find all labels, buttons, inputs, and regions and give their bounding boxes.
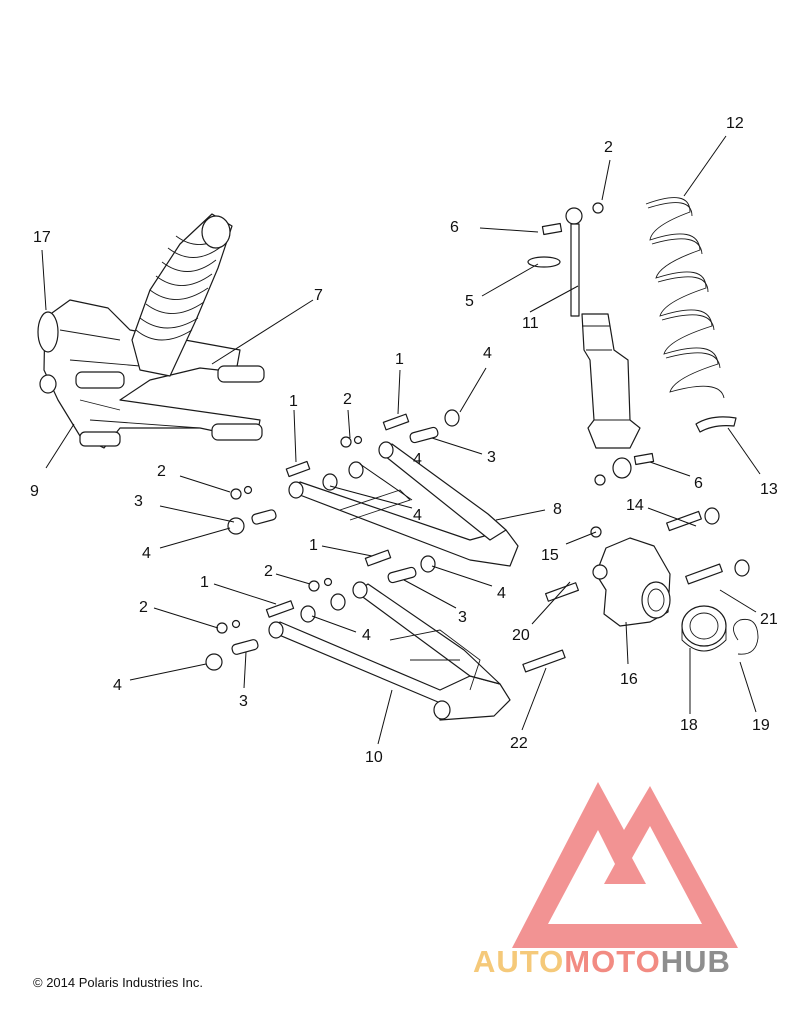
callout-19: 19 <box>752 717 770 734</box>
callout-4: 4 <box>113 677 122 694</box>
callout-17: 17 <box>33 229 51 246</box>
shock-washer <box>527 256 561 268</box>
upper-a-arm <box>288 441 519 567</box>
callout-3: 3 <box>134 493 143 510</box>
shock-absorber <box>565 207 641 479</box>
callout-10: 10 <box>365 749 383 766</box>
callout-1: 1 <box>309 537 318 554</box>
callout-18: 18 <box>680 717 698 734</box>
callout-9: 9 <box>30 483 39 500</box>
lower-a-arm <box>268 581 511 721</box>
callout-3: 3 <box>487 449 496 466</box>
callout-13: 13 <box>760 481 778 498</box>
callout-6: 6 <box>450 219 459 236</box>
callout-22: 22 <box>510 735 528 752</box>
callout-16: 16 <box>620 671 638 688</box>
callout-11: 11 <box>522 315 539 332</box>
callout-labels: 1 1 1 1 2 2 2 2 2 3 3 3 3 4 4 4 4 4 4 4 … <box>30 115 778 766</box>
callout-1: 1 <box>395 351 404 368</box>
callout-2: 2 <box>264 563 273 580</box>
watermark-word-auto: AUTO <box>473 944 565 979</box>
callout-20: 20 <box>512 627 530 644</box>
callout-8: 8 <box>553 501 562 518</box>
spring-retainer <box>695 416 737 433</box>
copyright-notice: © 2014 Polaris Industries Inc. <box>33 975 203 990</box>
callout-5: 5 <box>465 293 474 310</box>
callout-6: 6 <box>694 475 703 492</box>
callout-2: 2 <box>604 139 613 156</box>
callout-4: 4 <box>362 627 371 644</box>
watermark-logo-icon <box>512 782 738 948</box>
watermark-word-moto: MOTO <box>564 944 661 979</box>
callout-14: 14 <box>626 497 644 514</box>
callout-15: 15 <box>541 547 559 564</box>
leader-lines <box>41 135 761 745</box>
callout-2: 2 <box>157 463 166 480</box>
callout-7: 7 <box>314 287 323 304</box>
coil-spring <box>645 197 725 399</box>
callout-4: 4 <box>413 507 422 524</box>
watermark-wordmark: AUTOMOTOHUB <box>473 944 731 980</box>
callout-4: 4 <box>142 545 151 562</box>
snap-ring <box>733 618 759 655</box>
callout-3: 3 <box>239 693 248 710</box>
callout-21: 21 <box>760 611 778 628</box>
callout-2: 2 <box>139 599 148 616</box>
callout-3: 3 <box>458 609 467 626</box>
assembled-suspension-view <box>37 213 265 449</box>
wheel-bearing <box>681 605 727 652</box>
callout-1: 1 <box>200 574 209 591</box>
assembled-coil-spring <box>131 213 233 377</box>
callout-12: 12 <box>726 115 744 132</box>
callout-1: 1 <box>289 393 298 410</box>
callout-4: 4 <box>483 345 492 362</box>
rear-knuckle <box>595 537 671 627</box>
watermark-word-hub: HUB <box>660 944 731 979</box>
callout-4: 4 <box>413 451 422 468</box>
callout-4: 4 <box>497 585 506 602</box>
callout-2: 2 <box>343 391 352 408</box>
